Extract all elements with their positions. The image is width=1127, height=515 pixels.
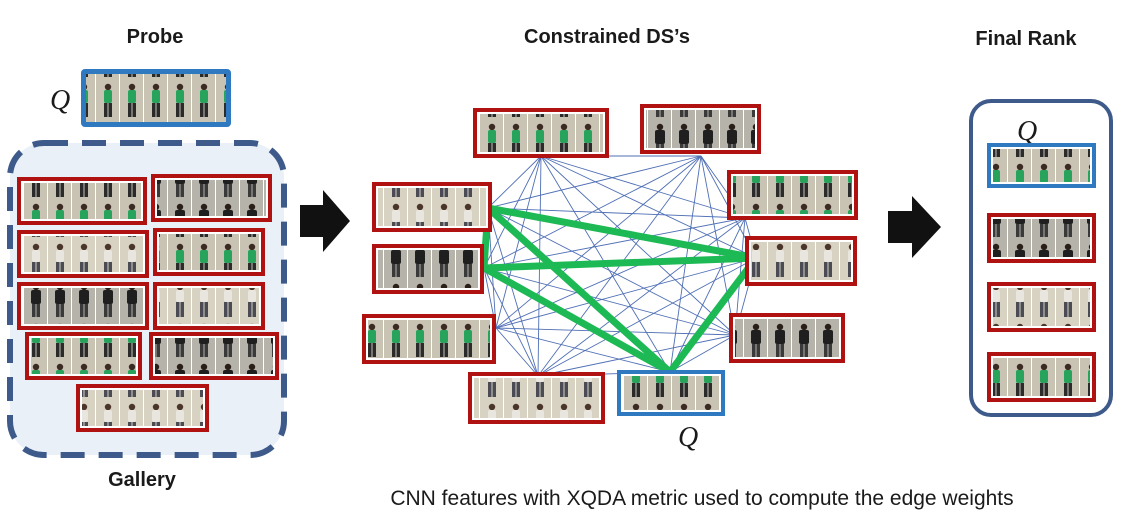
- highlighted-edge: [666, 254, 760, 376]
- graph-node: [745, 236, 857, 286]
- graph-edge: [495, 327, 539, 377]
- gallery-image: [153, 282, 265, 330]
- graph-edge: [483, 267, 736, 336]
- final-rank-title: Final Rank: [975, 28, 1077, 50]
- graph-nodes: [362, 104, 858, 424]
- probe-title: Probe: [127, 26, 184, 48]
- gallery-image: [76, 384, 209, 432]
- gallery-image: [151, 174, 272, 222]
- constrained-ds-title: Constrained DS’s: [524, 26, 690, 48]
- graph-node: [372, 244, 484, 294]
- graph-edge: [495, 257, 757, 329]
- gallery-image: [17, 177, 147, 225]
- final-rank-image: [987, 352, 1096, 402]
- graph-edge: [495, 155, 702, 329]
- gallery-image-set: [17, 174, 279, 432]
- gallery-image: [25, 332, 142, 380]
- gallery-image: [17, 230, 149, 278]
- graph-edge: [483, 267, 539, 377]
- final-rank-image: [987, 213, 1096, 263]
- highlighted-edge: [480, 264, 674, 376]
- probe-image: [81, 69, 231, 127]
- graph-edge: [487, 207, 736, 336]
- graph-node: [729, 313, 845, 363]
- graph-edge: [487, 155, 542, 209]
- graph-edge: [537, 217, 746, 377]
- graph-edge: [495, 327, 671, 373]
- graph-node: [640, 104, 761, 154]
- gallery-image: [17, 282, 149, 330]
- final-rank-query-image: [987, 143, 1096, 188]
- graph-edge: [540, 155, 757, 259]
- graph-edge: [540, 155, 746, 219]
- graph-query-label: Q: [678, 422, 698, 453]
- gallery-title: Gallery: [108, 469, 177, 491]
- highlighted-edge: [484, 204, 674, 376]
- final-rank-image: [987, 282, 1096, 332]
- final-rank-query-label: Q: [1017, 116, 1037, 147]
- highlighted-edge: [480, 254, 760, 272]
- graph-edge: [537, 257, 757, 377]
- gallery-image: [149, 332, 279, 380]
- gallery-image: [153, 228, 265, 276]
- caption: CNN features with XQDA metric used to co…: [390, 487, 1013, 510]
- graph-node: [372, 182, 492, 232]
- graph-edge: [700, 155, 736, 336]
- graph-query-node: [617, 370, 725, 416]
- graph-node: [362, 314, 496, 364]
- graph-edge: [487, 207, 746, 219]
- graph-highlighted-edges: [480, 204, 760, 376]
- graph-edge: [487, 207, 539, 377]
- graph-edge: [669, 334, 736, 373]
- graph-edge: [483, 217, 746, 269]
- graph-node: [468, 372, 605, 424]
- arrow-right-icon: [300, 190, 350, 252]
- highlighted-edge: [484, 204, 760, 262]
- probe-query-label: Q: [50, 85, 70, 116]
- arrow-right-icon: [888, 196, 941, 258]
- graph-edge: [495, 155, 542, 329]
- graph-edge: [487, 155, 702, 209]
- graph-node: [727, 170, 858, 220]
- final-rank-images: [987, 143, 1096, 402]
- graph-node: [473, 108, 609, 158]
- graph-edge: [495, 217, 746, 329]
